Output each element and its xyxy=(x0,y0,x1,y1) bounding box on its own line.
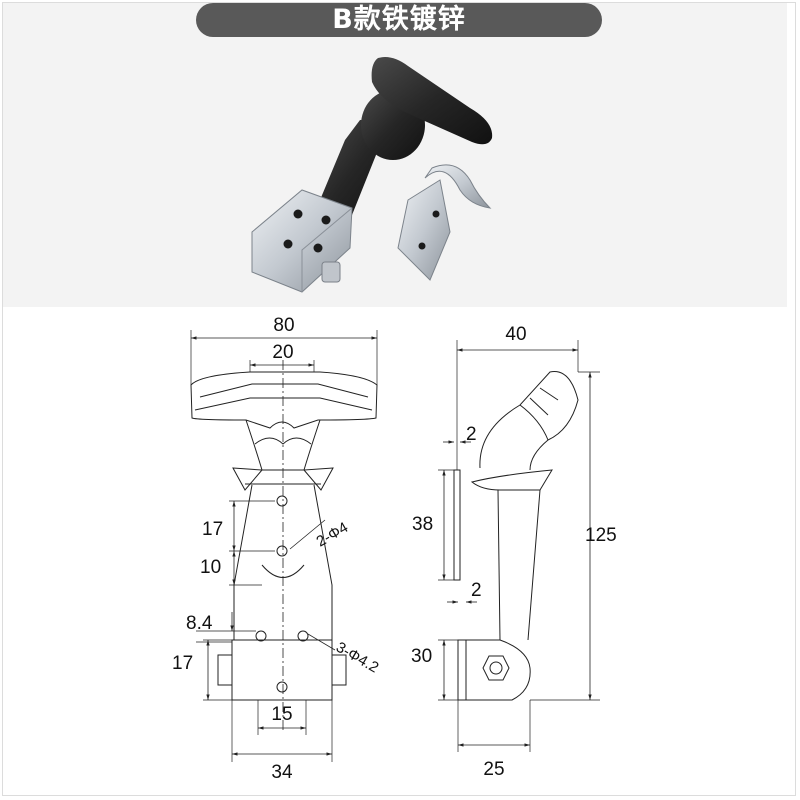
latch-photo xyxy=(251,57,493,293)
side-view-drawing xyxy=(438,340,600,752)
dim-depth-total: 40 xyxy=(505,324,526,345)
rubber-t-handle xyxy=(371,57,493,145)
dim-hole-offset: 10 xyxy=(200,557,221,578)
dim-upper-holes: 2-Φ4 xyxy=(314,519,352,551)
dim-width-total: 80 xyxy=(273,315,294,336)
dim-hole-width: 15 xyxy=(271,704,292,725)
dim-bottom-height: 30 xyxy=(411,646,432,667)
page-title: B款铁镀锌 xyxy=(196,3,602,37)
dim-base-width: 34 xyxy=(271,762,293,783)
dim-width-slot: 20 xyxy=(272,342,293,363)
dim-thickness-top: 2 xyxy=(466,424,477,445)
front-view-drawing xyxy=(190,330,378,762)
dim-offset-small: 8.4 xyxy=(186,613,213,634)
dim-hole-spacing: 17 xyxy=(202,519,223,540)
dim-overall-height: 125 xyxy=(585,525,617,546)
dim-lower-holes: 3-Φ4.2 xyxy=(333,639,381,677)
dim-thickness-bottom: 2 xyxy=(471,580,482,601)
dim-bracket-height: 17 xyxy=(172,653,193,674)
dim-base-depth: 25 xyxy=(483,759,504,780)
dim-plate-height: 38 xyxy=(412,514,433,535)
steel-catch-plate xyxy=(397,179,451,281)
